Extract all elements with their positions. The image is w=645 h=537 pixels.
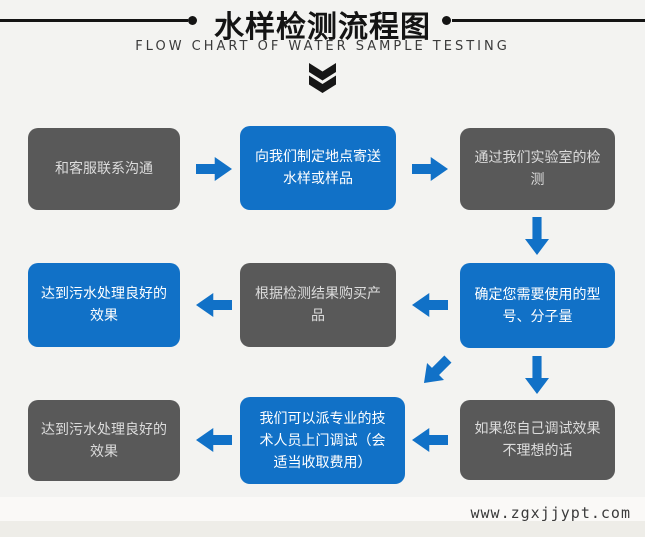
arrow-left-icon — [196, 428, 232, 452]
arrow-left-icon — [196, 293, 232, 317]
flow-step-lab-testing: 通过我们实验室的检测 — [460, 128, 615, 210]
flow-step-contact-service: 和客服联系沟通 — [28, 128, 180, 210]
flow-step-choose-model: 确定您需要使用的型号、分子量 — [460, 263, 615, 348]
footer-band — [0, 497, 645, 521]
double-chevron-down-icon — [309, 63, 336, 93]
page-subtitle: FLOW CHART OF WATER SAMPLE TESTING — [135, 39, 510, 54]
arrow-left-icon — [412, 293, 448, 317]
title-rule-right — [452, 19, 645, 22]
flow-step-self-debug-fail: 如果您自己调试效果不理想的话 — [460, 400, 615, 480]
arrow-down-icon — [525, 356, 549, 394]
title-dot-left — [188, 16, 197, 25]
footer-strip — [0, 521, 645, 537]
arrow-left-icon — [412, 428, 448, 452]
arrow-down-icon — [525, 217, 549, 255]
flow-step-technician-visit: 我们可以派专业的技术人员上门调试（会适当收取费用） — [240, 397, 405, 484]
title-dot-right — [442, 16, 451, 25]
arrow-right-icon — [412, 157, 448, 181]
arrow-down-left-icon — [415, 350, 456, 391]
arrow-right-icon — [196, 157, 232, 181]
website-url: www.zgxjjypt.com — [470, 504, 631, 522]
flow-step-good-result-1: 达到污水处理良好的效果 — [28, 263, 180, 347]
flow-step-send-sample: 向我们制定地点寄送水样或样品 — [240, 126, 396, 210]
page-title: 水样检测流程图 — [214, 10, 431, 45]
flow-step-buy-product: 根据检测结果购买产品 — [240, 263, 396, 347]
title-rule-left — [0, 19, 188, 22]
flow-step-good-result-2: 达到污水处理良好的效果 — [28, 400, 180, 481]
